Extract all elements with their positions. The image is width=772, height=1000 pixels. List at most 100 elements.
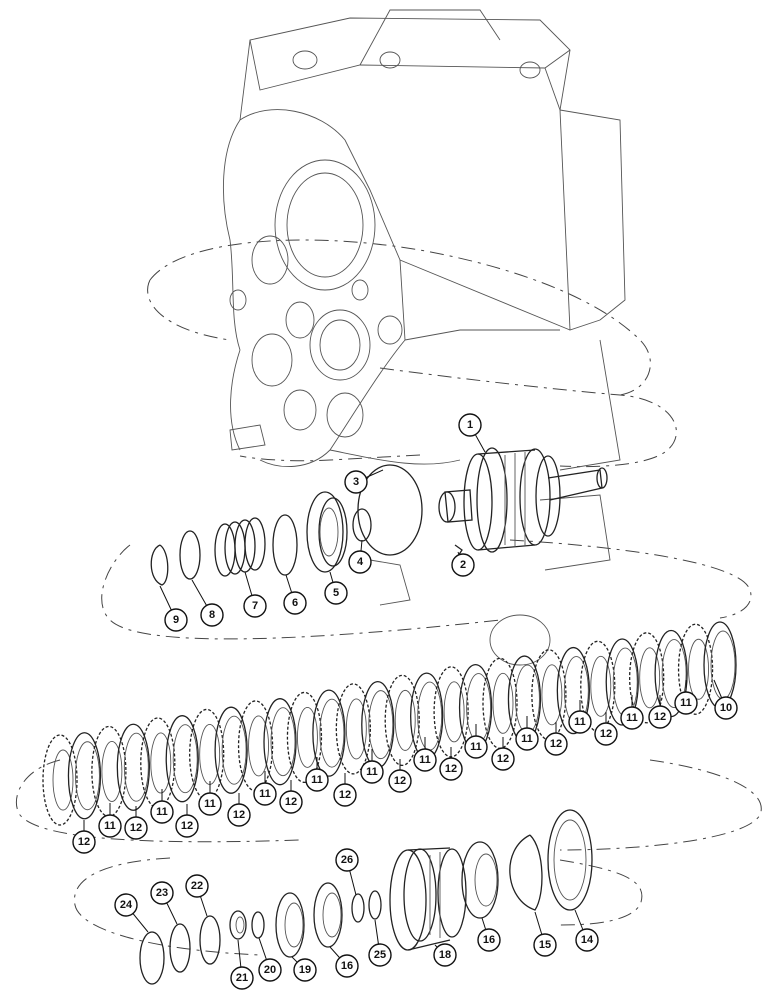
callout-label: 16 [483,934,495,946]
callout-circle [388,769,412,793]
bearing-16-upper [461,841,499,919]
callout-label: 6 [292,597,298,609]
callout-label: 21 [236,972,248,984]
callout-12: 12 [491,747,515,771]
seal-rings-7 [214,517,266,577]
callout-label: 12 [600,728,612,740]
callout-circle [714,696,738,720]
callout-12: 12 [279,790,303,814]
callout-label: 15 [539,939,551,951]
callout-label: 11 [574,716,586,728]
callout-circle [451,553,475,577]
callout-label: 12 [78,836,90,848]
callout-label: 11 [204,798,216,810]
callout-circle [124,816,148,840]
callout-circle [360,760,384,784]
plate-bore [443,681,465,743]
callout-label: 12 [130,822,142,834]
callout-label: 25 [374,949,386,961]
callout-circle [491,747,515,771]
callout-label: 11 [680,697,692,709]
callout-label: 12 [654,711,666,723]
callout-12: 12 [648,705,672,729]
callout-circle [230,966,254,990]
toothed-clutch-plate [42,734,78,826]
callout-22: 22 [185,874,209,898]
callout-7: 7 [243,594,267,618]
callout-circle [620,706,644,730]
callout-14: 14 [575,928,599,952]
plate-bore [368,690,394,760]
friction-clutch-plate [605,638,639,726]
callout-12: 12 [439,757,463,781]
callout-26: 26 [335,848,359,872]
callout-label: 18 [439,949,451,961]
friction-clutch-plate [556,646,590,735]
callout-circle [243,594,267,618]
plate-bore [101,741,123,802]
callout-label: 2 [460,559,466,571]
callout-circle [344,470,368,494]
callout-15: 15 [533,933,557,957]
callout-circle [293,958,317,982]
callout-circle [477,928,501,952]
callout-label: 11 [470,741,482,753]
callout-circle [175,814,199,838]
washer-26 [351,893,365,923]
callout-label: 10 [720,702,732,714]
callout-11: 11 [674,691,698,715]
callout-11: 11 [98,814,122,838]
plate-bore [492,672,514,734]
callout-8: 8 [200,603,224,627]
callout-label: 12 [497,753,509,765]
transmission-housing [222,9,626,666]
clutch-plate-stack [42,621,737,826]
bearing-16-lower [313,882,343,948]
friction-clutch-plate [263,698,297,786]
ring-22 [199,915,221,965]
callout-11: 11 [198,792,222,816]
callout-12: 12 [333,783,357,807]
callout-circle [674,691,698,715]
callout-20: 20 [258,958,282,982]
plate-bore [590,655,612,717]
plate-bore [417,681,443,751]
friction-clutch-plate [165,715,199,803]
callout-label: 11 [419,754,431,766]
callout-label: 4 [357,556,364,568]
callout-label: 11 [156,806,168,818]
plate-bore [710,630,736,700]
callout-label: 12 [233,809,245,821]
callout-25: 25 [368,943,392,967]
callout-label: 11 [366,766,378,778]
plate-bore [52,749,74,811]
callout-12: 12 [175,814,199,838]
callout-circle [333,783,357,807]
callout-label: 11 [311,774,323,786]
callout-circle [515,727,539,751]
callout-label: 11 [521,733,533,745]
callout-circle [258,958,282,982]
callout-circle [227,803,251,827]
callout-12: 12 [227,803,251,827]
friction-clutch-plate [312,689,346,777]
ring-24 [139,931,165,985]
callout-label: 12 [339,789,351,801]
plate-bore [172,724,198,794]
snap-ring-15 [509,834,543,911]
plate-bore [150,732,172,794]
plate-bore [612,647,638,717]
callout-circle [533,933,557,957]
bearing-5 [306,491,348,573]
callout-circle [464,735,488,759]
callout-16: 16 [477,928,501,952]
callout-circle [98,814,122,838]
callout-2: 2 [451,553,475,577]
callout-label: 11 [626,712,638,724]
callout-label: 14 [581,934,594,946]
callout-circle [114,893,138,917]
plate-bore [541,664,563,726]
callout-21: 21 [230,966,254,990]
